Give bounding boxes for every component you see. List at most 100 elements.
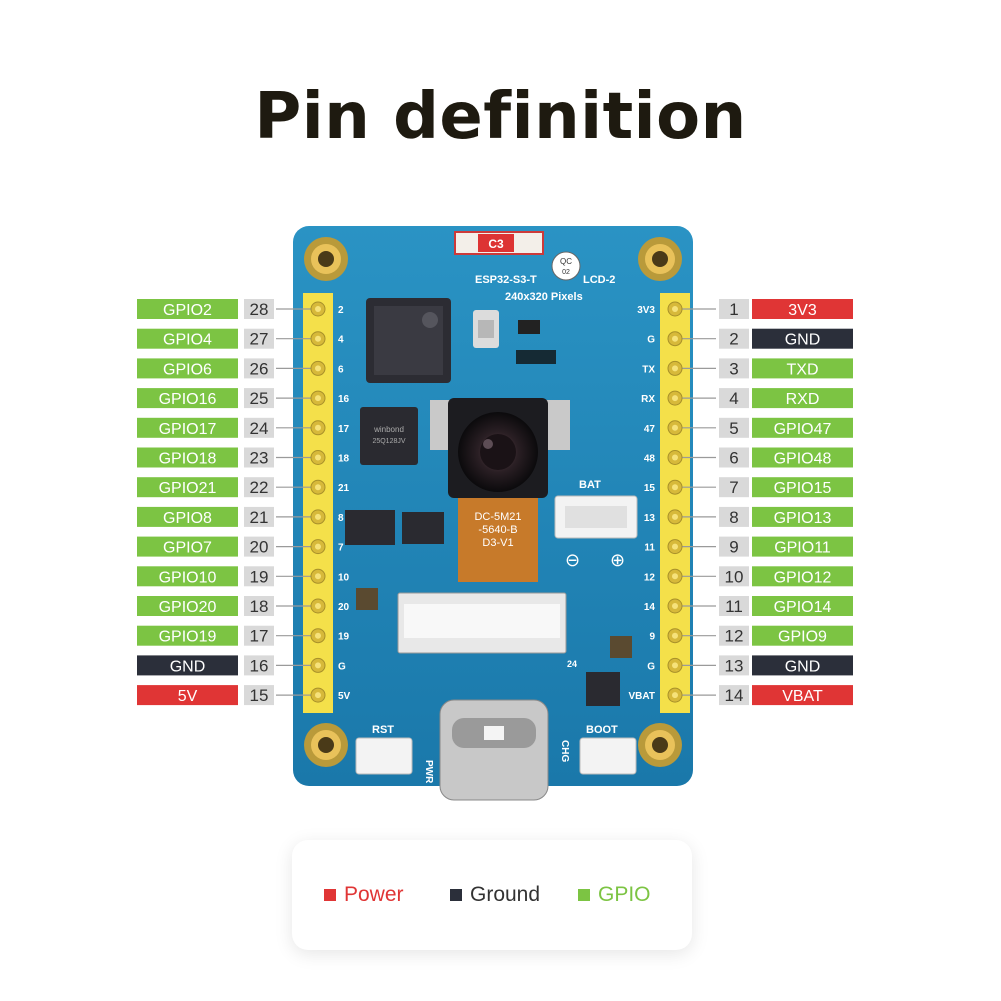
pin-number-box <box>244 625 274 646</box>
legend: Power Ground GPIO <box>292 840 692 950</box>
camera-label-line3: D3-V1 <box>482 537 513 549</box>
pin-function-label: GPIO21 <box>159 480 217 497</box>
pin-silkscreen-label: 18 <box>338 454 350 465</box>
header-pin-center <box>315 603 321 609</box>
pin-label-box <box>137 299 238 319</box>
header-pin-center <box>672 513 678 520</box>
pin-label-box <box>752 596 853 616</box>
pin-silkscreen-label: TX <box>642 364 655 375</box>
small-cap-2 <box>610 636 632 658</box>
pin-number-box <box>719 477 749 498</box>
legend-power-label: Power <box>344 883 404 906</box>
pin-number-label: 12 <box>725 627 744 646</box>
pin-silkscreen-label: 11 <box>644 543 655 554</box>
pin-number-box <box>244 596 274 616</box>
qc-number: 02 <box>562 269 570 276</box>
pin-number-label: 25 <box>250 389 269 408</box>
pin-silkscreen-label: 19 <box>338 632 350 643</box>
pin-function-label: GPIO15 <box>774 480 832 497</box>
pin-silkscreen-label: 17 <box>338 424 350 435</box>
bat-label: BAT <box>579 479 601 491</box>
qc-stamp <box>551 251 581 281</box>
pin-label-box <box>752 625 853 646</box>
pin-silkscreen-label: 16 <box>338 394 350 405</box>
pin-number-label: 6 <box>729 449 738 468</box>
pin-number-label: 28 <box>250 300 269 319</box>
pin-function-label: GPIO10 <box>159 569 217 586</box>
pin-number-box <box>244 417 274 438</box>
header-pin-center <box>315 513 321 520</box>
pin-label-box <box>137 417 238 438</box>
pin-silkscreen-label: 21 <box>338 483 350 494</box>
pin-silkscreen-label: 7 <box>338 543 344 554</box>
pin-function-label: GPIO19 <box>159 629 217 646</box>
legend-gpio-swatch <box>578 889 590 901</box>
camera-label-line2: -5640-B <box>478 524 517 536</box>
pin-number-box <box>244 655 274 676</box>
pin-number-label: 16 <box>250 656 269 675</box>
pin-silkscreen-label: G <box>647 661 655 672</box>
pin-label-box <box>137 685 238 706</box>
pin-number-box <box>719 447 749 468</box>
pin-silkscreen-label: G <box>338 661 346 672</box>
pin-number-box <box>719 328 749 349</box>
pin-function-label: GPIO11 <box>774 540 831 557</box>
right-pin-header <box>660 293 690 713</box>
button-boot-chip <box>586 672 620 706</box>
header-pin-center <box>315 573 321 580</box>
pin-number-label: 7 <box>729 478 738 497</box>
pin-function-label: 3V3 <box>788 302 817 319</box>
pin-silkscreen-label: 13 <box>644 513 656 524</box>
pin-label-box <box>752 388 853 409</box>
chip-variant-label: C3 <box>488 237 504 251</box>
pin-number-label: 8 <box>729 508 738 527</box>
header-pin-center <box>672 395 678 402</box>
pin-number-box <box>244 536 274 557</box>
header-pin-center <box>672 335 678 342</box>
usb-c-port <box>439 699 549 801</box>
pin-label-box <box>137 328 238 349</box>
pin-number-box <box>244 328 274 349</box>
legend-gpio-label: GPIO <box>598 883 651 906</box>
chg-label: CHG <box>559 740 570 762</box>
pin-function-label: GPIO47 <box>774 421 832 438</box>
pin-silkscreen-label: 48 <box>644 454 656 465</box>
header-pin-center <box>672 365 678 372</box>
header-pin-center <box>672 573 678 580</box>
header-pin-center <box>315 484 321 491</box>
pin-number-box <box>719 566 749 587</box>
pin-number-box <box>244 506 274 527</box>
pin-label-box <box>752 358 853 379</box>
header-pin-center <box>315 335 321 342</box>
header-pin-center <box>672 692 678 699</box>
regulator-2 <box>402 512 444 544</box>
pin-number-label: 11 <box>725 597 743 616</box>
pwr-label: PWR <box>423 760 434 784</box>
pin-number-label: 27 <box>250 330 269 349</box>
pin-label-box <box>752 566 853 587</box>
pin-number-label: 24 <box>250 419 269 438</box>
pin-label-box <box>752 447 853 468</box>
rst-label: RST <box>372 724 394 736</box>
header-pin-center <box>315 662 321 669</box>
pin-function-label: GPIO4 <box>163 332 212 349</box>
page-title: Pin definition <box>254 80 747 154</box>
board-model-label: ESP32-S3-T <box>475 274 537 286</box>
header-pin-center <box>672 543 678 550</box>
pin-number-label: 18 <box>250 597 269 616</box>
header-pin-center <box>672 454 678 461</box>
